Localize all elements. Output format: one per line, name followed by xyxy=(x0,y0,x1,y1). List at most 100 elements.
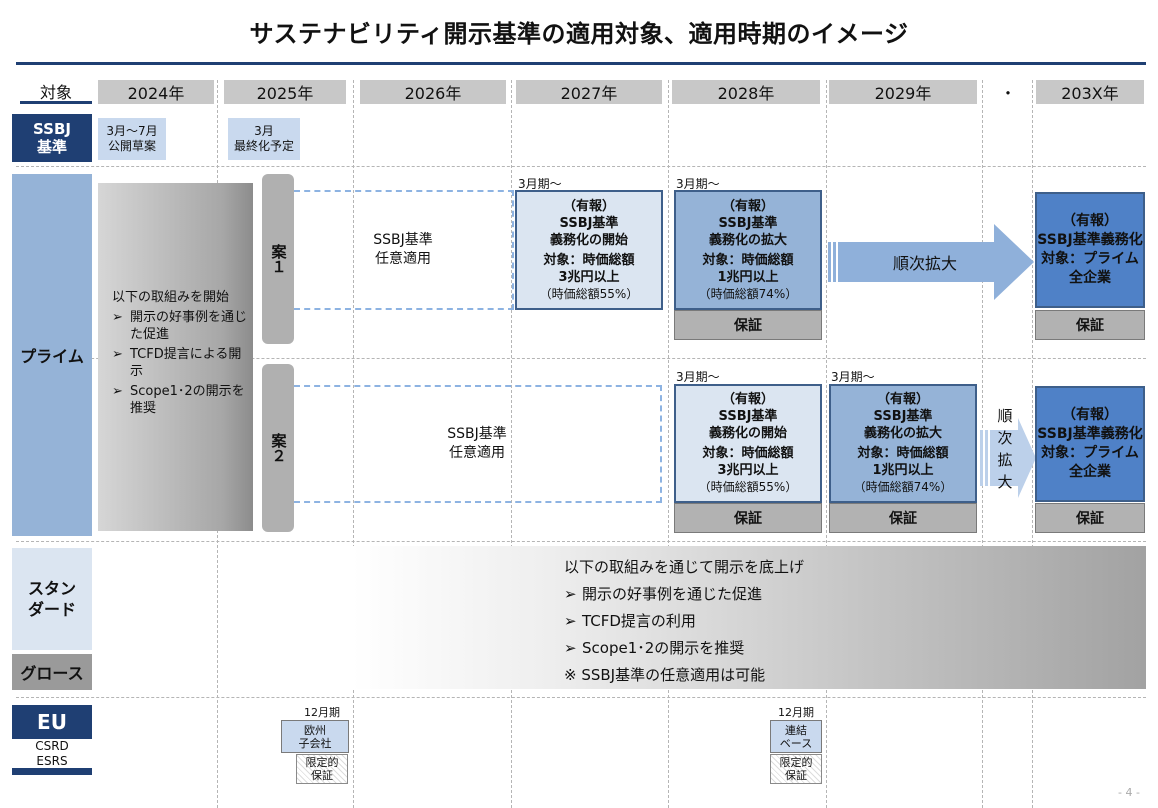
coverage-label: （時価総額74%） xyxy=(698,286,798,301)
row-divider xyxy=(16,358,1146,359)
eu-box-line2: 子会社 xyxy=(298,736,332,750)
row-divider xyxy=(16,697,1146,698)
ssbj-final-line1: 3月 xyxy=(254,124,274,138)
eu-consolidated-box: 連結 ベース xyxy=(770,720,822,753)
prime-bullet: Scope1･2の開示を推奨 xyxy=(130,384,245,416)
year-header-2029: 2029年 xyxy=(829,80,977,104)
year-header-2028: 2028年 xyxy=(672,80,820,104)
prime-initiatives-intro: 以下の取組みを開始 xyxy=(112,290,230,305)
limited-line2: 保証 xyxy=(311,769,333,782)
page-title: サステナビリティ開示基準の適用対象、適用時期のイメージ xyxy=(249,20,909,48)
target-label: 対象：時価総額 xyxy=(702,446,794,461)
sequential-expansion-arrow-icon xyxy=(980,418,1036,498)
assurance-box: 保証 xyxy=(829,503,977,533)
sequential-char: 順 xyxy=(997,407,1013,425)
target-label: 対象：プライム xyxy=(1041,445,1139,461)
mandate-label: 義務化の拡大 xyxy=(708,232,787,248)
eu-period-label: 12月期 xyxy=(778,705,814,719)
standard-row-label: スタン ダード xyxy=(12,548,92,650)
target-column-header: 対象 xyxy=(20,80,92,104)
mandate-label: 義務化の開始 xyxy=(708,426,787,441)
case2-2028-mandate-box: （有報） SSBJ基準 義務化の開始 対象：時価総額 3兆円以上 （時価総額55… xyxy=(674,384,822,503)
optional-line2: 任意適用 xyxy=(375,251,431,267)
threshold-label: 1兆円以上 xyxy=(717,269,779,285)
growth-row-label: グロース xyxy=(12,654,92,690)
sequential-char: 拡 xyxy=(997,451,1013,469)
grid-line xyxy=(668,80,669,808)
optional-line1: SSBJ基準 xyxy=(373,232,433,248)
standard-note: ※ SSBJ基準の任意適用は可能 xyxy=(564,666,766,684)
grid-line xyxy=(826,80,827,808)
year-header-2024: 2024年 xyxy=(98,80,214,104)
bullet-arrow-icon: ➢ xyxy=(564,612,577,630)
case1-2027-mandate-box: （有報） SSBJ基準 義務化の開始 対象：時価総額 3兆円以上 （時価総額55… xyxy=(515,190,663,310)
row-divider xyxy=(16,166,1146,167)
esrs-label: ESRS xyxy=(36,753,68,768)
standard-bullet: TCFD提言の利用 xyxy=(582,612,696,630)
year-header-2025: 2025年 xyxy=(224,80,346,104)
ssbj-label: SSBJ基準 xyxy=(718,215,778,231)
case1-203x-mandate-box: （有報） SSBJ基準義務化 対象：プライム 全企業 xyxy=(1035,192,1145,308)
case2-optional-box: SSBJ基準 任意適用 xyxy=(294,385,662,503)
standard-label-line2: ダード xyxy=(27,600,76,619)
ssbj-final-line2: 最終化予定 xyxy=(233,139,294,153)
ssbj-final-box: 3月 最終化予定 xyxy=(228,118,300,160)
ssbj-label-line2: 基準 xyxy=(36,138,67,156)
sequential-expansion-arrow-icon xyxy=(828,224,1034,300)
bullet-arrow-icon: ➢ xyxy=(112,310,123,325)
bullet-arrow-icon: ➢ xyxy=(112,347,123,362)
target-label: 対象：時価総額 xyxy=(543,252,635,268)
yuho-label: （有報） xyxy=(1062,213,1118,229)
yuho-label: （有報） xyxy=(1062,407,1118,423)
eu-box-line2: ベース xyxy=(779,736,813,750)
threshold-label: 3兆円以上 xyxy=(558,269,620,285)
ssbj-label-line1: SSBJ xyxy=(33,120,71,138)
target-label: 対象：プライム xyxy=(1041,251,1139,267)
eu-period-label: 12月期 xyxy=(304,705,340,719)
coverage-label: （時価総額74%） xyxy=(853,480,953,494)
sequential-char: 大 xyxy=(997,473,1013,491)
limited-line1: 限定的 xyxy=(305,756,339,769)
ssbj-label: SSBJ基準 xyxy=(559,215,619,231)
period-label: 3月期～ xyxy=(676,370,720,384)
threshold-label: 1兆円以上 xyxy=(872,463,934,478)
prime-initiatives-box: 以下の取組みを開始 ➢開示の好事例を通じた促進 ➢TCFD提言による開示 ➢Sc… xyxy=(98,183,253,531)
yuho-label: （有報） xyxy=(562,198,615,214)
limited-line1: 限定的 xyxy=(779,756,813,769)
case1-2028-mandate-box: （有報） SSBJ基準 義務化の拡大 対象：時価総額 1兆円以上 （時価総額74… xyxy=(674,190,822,310)
standard-label-line1: スタン xyxy=(27,579,76,598)
target-label: 全企業 xyxy=(1069,270,1111,286)
target-label: 全企業 xyxy=(1069,464,1111,480)
grid-line xyxy=(511,80,512,808)
prime-row-label: プライム xyxy=(12,174,92,536)
year-header-ellipsis: ・ xyxy=(999,84,1016,103)
threshold-label: 3兆円以上 xyxy=(717,463,779,478)
ssbj-label: SSBJ基準 xyxy=(873,409,933,424)
case2-tab: 案２ xyxy=(262,364,294,532)
limited-line2: 保証 xyxy=(785,769,807,782)
mandate-label: 義務化の拡大 xyxy=(863,426,942,441)
eu-sub-label: CSRD ESRS xyxy=(12,739,92,775)
prime-bullet: TCFD提言による開示 xyxy=(130,347,242,379)
eu-box-line1: 連結 xyxy=(785,723,807,737)
title-divider xyxy=(16,62,1146,65)
standard-bullet: Scope1･2の開示を推奨 xyxy=(582,639,745,657)
prime-bullet: 開示の好事例を通じた促進 xyxy=(130,310,248,342)
period-label: 3月期～ xyxy=(676,177,720,191)
bullet-arrow-icon: ➢ xyxy=(564,639,577,657)
case2-2029-mandate-box: （有報） SSBJ基準 義務化の拡大 対象：時価総額 1兆円以上 （時価総額74… xyxy=(829,384,977,503)
optional-line2: 任意適用 xyxy=(449,445,505,461)
coverage-label: （時価総額55%） xyxy=(698,480,798,494)
csrd-label: CSRD xyxy=(35,738,69,753)
ssbj-draft-line2: 公開草案 xyxy=(107,139,156,153)
ssbj-label: SSBJ基準 xyxy=(718,409,778,424)
yuho-label: （有報） xyxy=(721,392,774,407)
year-header-2026: 2026年 xyxy=(360,80,506,104)
limited-assurance-box: 限定的 保証 xyxy=(770,754,822,784)
eu-subsidiary-box: 欧州 子会社 xyxy=(281,720,349,753)
ssbj-row-label: SSBJ 基準 xyxy=(12,114,92,162)
standard-initiatives-intro: 以下の取組みを通じて開示を底上げ xyxy=(564,558,805,576)
target-label: 対象：時価総額 xyxy=(702,252,794,268)
year-header-2027: 2027年 xyxy=(516,80,662,104)
sequential-char: 次 xyxy=(997,429,1013,447)
